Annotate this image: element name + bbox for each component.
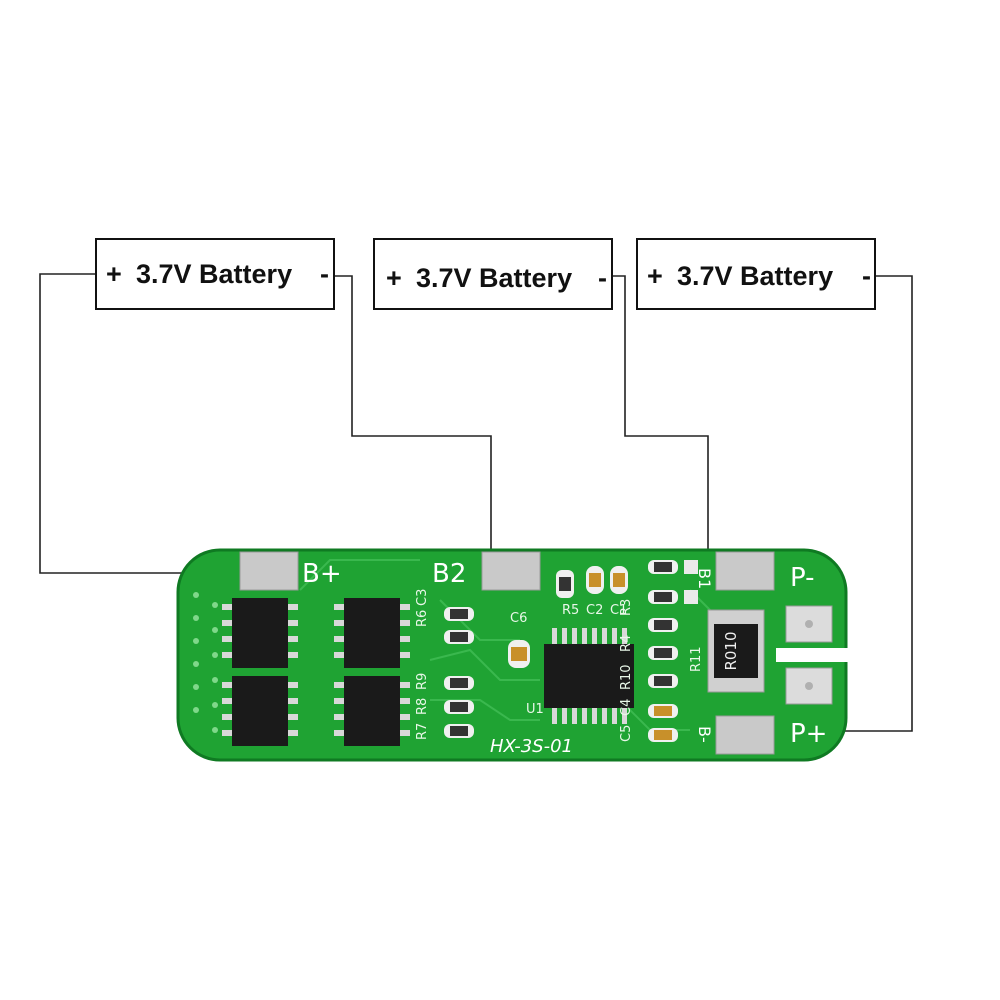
designator-c4: C4 bbox=[619, 699, 634, 716]
battery-2-plus: + bbox=[386, 263, 402, 293]
designator-c3: C3 bbox=[415, 589, 430, 606]
smd-components bbox=[444, 560, 698, 742]
battery-3: + 3.7V Battery - bbox=[636, 238, 876, 310]
edge-vias bbox=[193, 592, 218, 733]
pad-b2 bbox=[481, 551, 541, 591]
designator-c1: C1 bbox=[610, 603, 627, 618]
label-p-minus: P- bbox=[790, 563, 815, 593]
wire-b1-battery1-battery2 bbox=[334, 275, 492, 552]
battery-1: + 3.7V Battery - bbox=[95, 238, 335, 310]
pad-b-minus bbox=[239, 551, 299, 591]
wire-b2-battery2-battery3 bbox=[612, 275, 709, 552]
sense-resistor: R010 bbox=[707, 609, 765, 693]
battery-1-minus: - bbox=[320, 259, 329, 289]
designator-r11: R11 bbox=[689, 646, 704, 672]
battery-2-minus: - bbox=[598, 263, 607, 293]
sense-resistor-code: R010 bbox=[722, 631, 740, 670]
designator-r6: R6 bbox=[415, 610, 430, 627]
silkscreen: B+ B2 B1 B- P- P+ HX-3S-01 U1 R6 C3 R9 R… bbox=[302, 559, 827, 757]
label-b1: B1 bbox=[695, 568, 714, 589]
board-model: HX-3S-01 bbox=[490, 736, 573, 757]
mosfet-4 bbox=[334, 676, 410, 746]
designator-r3: R3 bbox=[619, 599, 634, 616]
designator-c6: C6 bbox=[510, 611, 527, 626]
designator-r10: R10 bbox=[619, 664, 634, 690]
mosfet-chips bbox=[222, 598, 410, 746]
wire-b-minus-battery1 bbox=[39, 273, 210, 574]
battery-3-minus: - bbox=[862, 261, 871, 291]
designator-r5: R5 bbox=[562, 603, 579, 618]
battery-3-plus: + bbox=[647, 261, 663, 291]
pad-b-plus bbox=[715, 715, 775, 755]
battery-2-label: 3.7V Battery bbox=[416, 263, 572, 293]
label-b2: B2 bbox=[432, 559, 466, 589]
designator-r9: R9 bbox=[415, 673, 430, 690]
battery-3-label: 3.7V Battery bbox=[677, 261, 833, 291]
designator-r8: R8 bbox=[415, 698, 430, 715]
battery-2: + 3.7V Battery - bbox=[373, 238, 613, 310]
label-p-plus: P+ bbox=[790, 719, 827, 749]
designator-r4: R4 bbox=[619, 635, 634, 652]
designator-c2: C2 bbox=[586, 603, 603, 618]
controller-ic bbox=[544, 628, 634, 724]
wire-b-plus-battery3 bbox=[845, 275, 913, 732]
pcb-board: R010 B+ B2 B1 B- P- P+ HX-3S-01 U1 R6 C3 bbox=[176, 548, 848, 762]
wiring bbox=[39, 273, 913, 732]
board-notch bbox=[776, 648, 848, 662]
pad-b1 bbox=[715, 551, 775, 591]
designator-r7: R7 bbox=[415, 723, 430, 740]
mosfet-3 bbox=[222, 676, 298, 746]
mosfet-2 bbox=[334, 598, 410, 668]
solder-pads bbox=[239, 551, 848, 755]
battery-1-label: 3.7V Battery bbox=[136, 259, 292, 289]
label-b-plus: B+ bbox=[302, 559, 342, 589]
designator-c5: C5 bbox=[619, 725, 634, 742]
battery-1-plus: + bbox=[106, 259, 122, 289]
label-b-minus: B- bbox=[695, 726, 714, 743]
label-u1: U1 bbox=[526, 702, 544, 717]
mosfet-1 bbox=[222, 598, 298, 668]
